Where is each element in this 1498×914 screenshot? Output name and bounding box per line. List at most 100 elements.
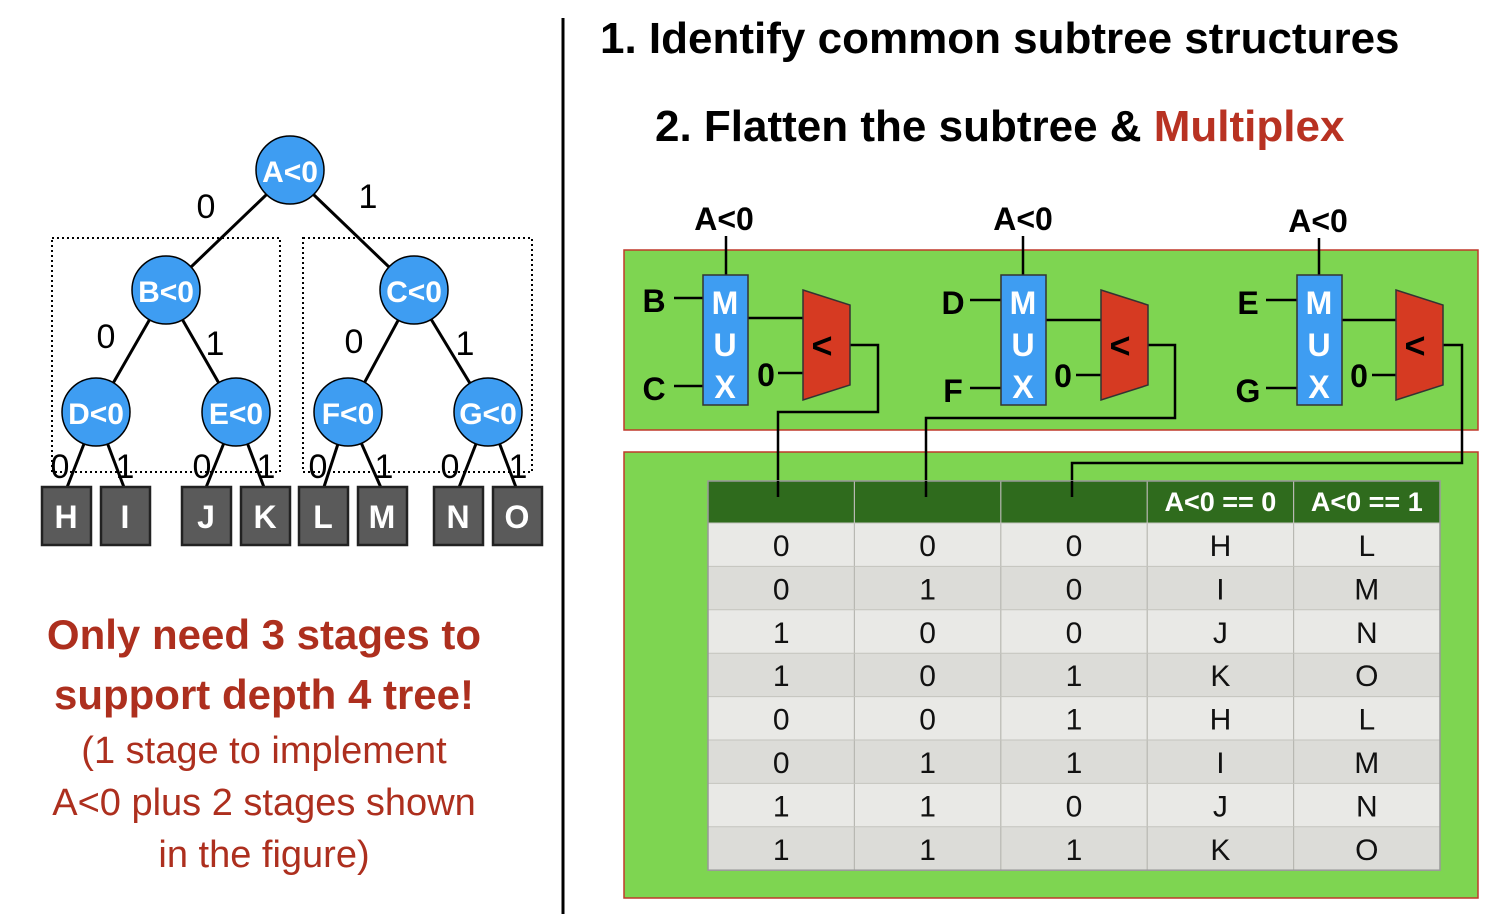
mux-box bbox=[1296, 274, 1343, 406]
tree-nodes: A<0 B<0 C<0 D<0 E<0 F<0 G<0 bbox=[61, 135, 523, 447]
table-cell: 1 bbox=[919, 834, 936, 867]
edge-label: 0 bbox=[441, 448, 460, 486]
heading-step-2: 2. Flatten the subtree & Multiplex bbox=[655, 102, 1344, 152]
table-row bbox=[708, 653, 1440, 697]
table-header-cell: A<0 == 0 bbox=[1164, 487, 1276, 517]
node-g bbox=[453, 377, 523, 447]
mux-input-top: D bbox=[941, 285, 964, 321]
table-border bbox=[707, 480, 1441, 871]
mux-unit-2: A<0 D F M U X 0 < bbox=[941, 201, 1149, 409]
leaf-o bbox=[491, 485, 544, 547]
mux-letter: M bbox=[1010, 285, 1037, 321]
table-row bbox=[708, 783, 1440, 827]
leaf-l-label: L bbox=[313, 499, 333, 535]
table-cell: 0 bbox=[1066, 530, 1083, 563]
caption-line: Only need 3 stages to bbox=[46, 611, 482, 658]
table-cell: 1 bbox=[1066, 747, 1083, 780]
mux-letter: U bbox=[1011, 327, 1034, 363]
table-row bbox=[708, 740, 1440, 784]
heading-step-1-text: 1. Identify common subtree structures bbox=[600, 14, 1400, 63]
tree-edges bbox=[64, 170, 519, 491]
table-cell: 1 bbox=[919, 573, 936, 606]
table-cell: M bbox=[1354, 747, 1379, 780]
edge-label: 0 bbox=[309, 448, 328, 486]
table-cell: H bbox=[1210, 530, 1232, 563]
comparator-const: 0 bbox=[1054, 358, 1072, 394]
leaf-m-label: M bbox=[369, 499, 396, 535]
edge-label: 0 bbox=[197, 188, 216, 226]
table-cell: M bbox=[1354, 573, 1379, 606]
mux-letter: U bbox=[1307, 327, 1330, 363]
caption-line: A<0 plus 2 stages shown bbox=[52, 782, 476, 824]
comparator-const: 0 bbox=[757, 357, 775, 393]
mux-letter: M bbox=[712, 285, 739, 321]
comparator-const: 0 bbox=[1350, 358, 1368, 394]
mux-select-label: A<0 bbox=[694, 201, 754, 237]
table-cell: H bbox=[1210, 704, 1232, 737]
mux-stage-panel bbox=[623, 249, 1479, 431]
node-b bbox=[131, 255, 201, 325]
mux-letter: X bbox=[714, 369, 736, 405]
leaf-i bbox=[99, 485, 152, 547]
edge-label: 0 bbox=[193, 448, 212, 486]
caption-line: (1 stage to implement bbox=[81, 730, 447, 772]
node-g-label: G<0 bbox=[459, 398, 517, 431]
table-cell: L bbox=[1358, 530, 1375, 563]
table-cell: 1 bbox=[773, 834, 790, 867]
table-cell: 1 bbox=[919, 790, 936, 823]
node-b-label: B<0 bbox=[138, 276, 194, 309]
caption: Only need 3 stages to support depth 4 tr… bbox=[0, 605, 528, 881]
edge-label: 1 bbox=[116, 448, 135, 486]
table-cell: 1 bbox=[1066, 660, 1083, 693]
heading-step-2-text: 2. Flatten the subtree & bbox=[655, 102, 1154, 151]
leaf-l bbox=[297, 485, 350, 547]
heading-step-2-accent: Multiplex bbox=[1153, 102, 1345, 151]
mux-letter: X bbox=[1308, 369, 1330, 405]
node-a-label: A<0 bbox=[262, 156, 318, 189]
decision-tree: 0 1 0 1 0 1 0 1 0 1 0 1 0 1 A<0 B<0 C<0 … bbox=[40, 135, 544, 547]
table-row bbox=[708, 523, 1440, 567]
node-e bbox=[201, 377, 271, 447]
table-cell: 1 bbox=[773, 790, 790, 823]
leaf-i-label: I bbox=[121, 499, 130, 535]
comparator-shape bbox=[802, 288, 851, 402]
subtree-box-left bbox=[51, 237, 281, 473]
mux-letter: M bbox=[1306, 285, 1333, 321]
table-cell: 0 bbox=[919, 704, 936, 737]
node-a bbox=[255, 135, 325, 205]
node-f-label: F<0 bbox=[322, 398, 375, 431]
mux-box bbox=[702, 274, 749, 406]
node-f bbox=[313, 377, 383, 447]
table-cell: 1 bbox=[1066, 834, 1083, 867]
mux-unit-3: A<0 E G M U X 0 < bbox=[1236, 203, 1444, 409]
caption-line: support depth 4 tree! bbox=[53, 671, 475, 718]
node-d-label: D<0 bbox=[68, 398, 124, 431]
table-cell: J bbox=[1213, 790, 1228, 823]
leaf-h bbox=[40, 485, 93, 547]
edge-label: 1 bbox=[257, 448, 276, 486]
leaf-m bbox=[356, 485, 409, 547]
table-cell: 0 bbox=[919, 617, 936, 650]
comparator-symbol: < bbox=[1109, 325, 1130, 366]
comparator-symbol: < bbox=[811, 325, 832, 366]
table-cell: 0 bbox=[773, 747, 790, 780]
comparator-shape bbox=[1395, 288, 1444, 402]
leaf-k bbox=[239, 485, 292, 547]
leaf-n-label: N bbox=[446, 499, 469, 535]
mux-select-label: A<0 bbox=[993, 201, 1053, 237]
table-cell: I bbox=[1216, 747, 1224, 780]
leaf-h-label: H bbox=[54, 499, 77, 535]
table-row bbox=[708, 609, 1440, 654]
mux-input-bottom: G bbox=[1236, 373, 1261, 409]
stage-wires bbox=[776, 343, 1464, 497]
table-cell: N bbox=[1356, 790, 1378, 823]
edge-label: 1 bbox=[375, 448, 394, 486]
table-cell: 1 bbox=[919, 747, 936, 780]
table-cell: O bbox=[1355, 834, 1378, 867]
table-cell: 0 bbox=[919, 660, 936, 693]
edge-label: 1 bbox=[509, 448, 528, 486]
table-cell: 0 bbox=[1066, 617, 1083, 650]
mux-letter: U bbox=[713, 327, 736, 363]
